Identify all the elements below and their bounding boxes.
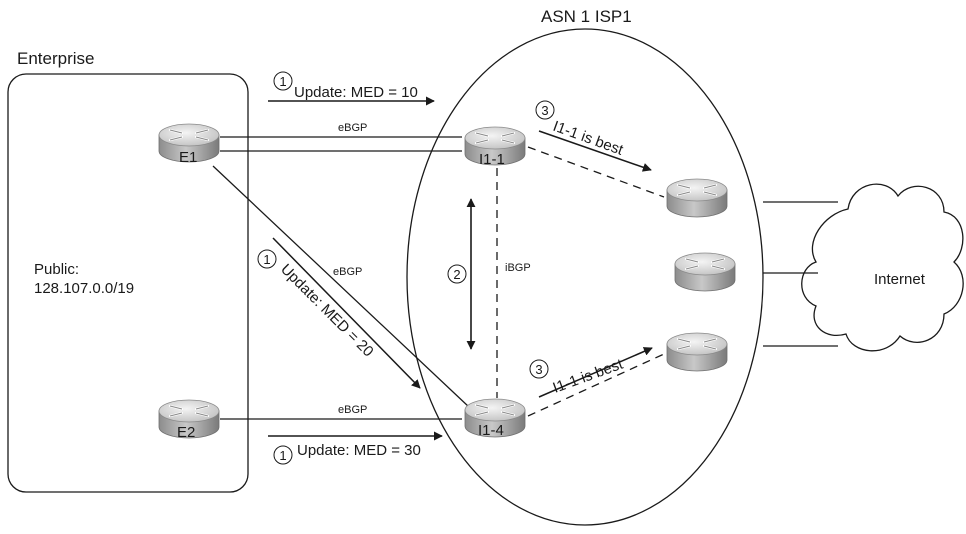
update-label-bottom: Update: MED = 30: [297, 442, 421, 459]
step-circle-ibgp: [447, 264, 467, 284]
step-number-best-top: 3: [541, 103, 548, 118]
public-prefix-label: Public:: [34, 261, 79, 278]
asn-title: ASN 1 ISP1: [541, 7, 632, 26]
step-circle-diagonal: [257, 249, 277, 269]
ebgp-label-mid: eBGP: [333, 266, 362, 278]
router-i14-label: I1-4: [478, 422, 504, 439]
router-isp-top: [665, 177, 729, 219]
step-number-diagonal: 1: [263, 252, 270, 267]
best-path-top: [527, 146, 665, 198]
public-prefix-value: 128.107.0.0/19: [34, 280, 134, 297]
ibgp-label: iBGP: [505, 262, 531, 274]
router-isp-mid: [673, 251, 737, 293]
step-number-ibgp: 2: [453, 267, 460, 282]
step-circle-top: [273, 71, 293, 91]
step-circle-best-bottom: [529, 359, 549, 379]
step-circle-best-top: [535, 100, 555, 120]
internet-label: Internet: [874, 271, 926, 288]
step-number-best-bottom: 3: [535, 362, 542, 377]
enterprise-box: [7, 73, 249, 493]
enterprise-title: Enterprise: [17, 49, 94, 68]
best-arrow-top: [538, 130, 652, 172]
step-number-top: 1: [279, 74, 286, 89]
best-arrow-bottom: [538, 347, 653, 398]
isp-ellipse: [406, 28, 764, 526]
ebgp-link-e1-i14: [212, 165, 470, 408]
router-e2-label: E2: [177, 424, 195, 441]
best-path-bottom: [527, 353, 665, 417]
ebgp-label-top: eBGP: [338, 122, 367, 134]
step-number-bottom: 1: [279, 448, 286, 463]
best-label-bottom: I1-1 is best: [551, 355, 627, 396]
update-label-top: Update: MED = 10: [294, 84, 418, 101]
step-circle-bottom: [273, 445, 293, 465]
ebgp-label-bottom: eBGP: [338, 404, 367, 416]
internet-cloud: [801, 183, 964, 352]
router-i11-label: I1-1: [479, 151, 505, 168]
update-arrow-diagonal: [272, 237, 421, 389]
router-isp-bottom: [665, 331, 729, 373]
router-e1-label: E1: [179, 149, 197, 166]
